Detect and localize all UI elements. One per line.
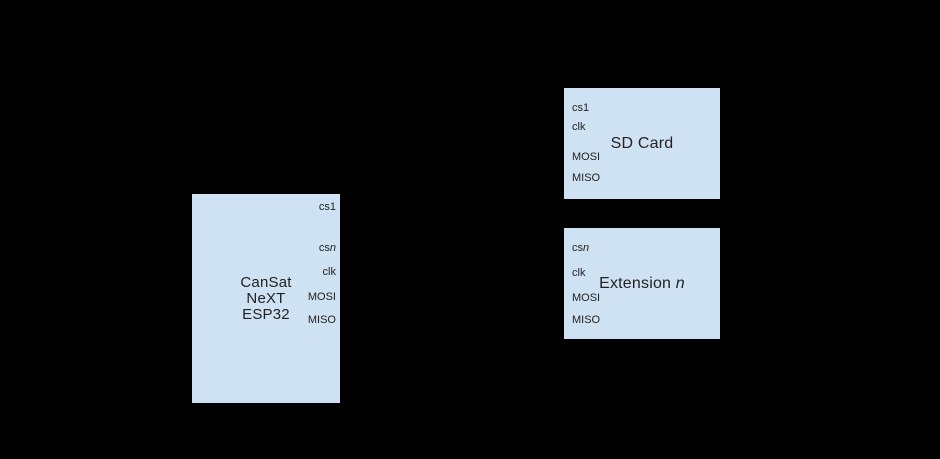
extension-block: Extension n csn clk MOSI MISO xyxy=(564,228,720,339)
esp32-pin-miso: MISO xyxy=(307,314,336,326)
sd-card-title: SD Card xyxy=(610,134,674,152)
extension-pin-csn-prefix: cs xyxy=(572,242,583,254)
esp32-title-line-2: NeXT xyxy=(246,289,286,307)
extension-pin-miso: MISO xyxy=(572,314,601,326)
esp32-pin-csn-prefix: cs xyxy=(318,242,330,254)
sd-pin-cs1: cs1 xyxy=(572,102,590,114)
extension-pin-clk: clk xyxy=(572,267,586,279)
esp32-block-title: CanSat NeXT ESP32 xyxy=(240,273,292,323)
sd-card-block: SD Card cs1 clk MOSI MISO xyxy=(564,88,720,199)
esp32-title-line-1: CanSat xyxy=(240,273,292,291)
sd-pin-miso: MISO xyxy=(572,172,601,184)
esp32-pin-csn: csn xyxy=(319,241,336,255)
extension-title-suffix: n xyxy=(675,274,685,292)
extension-title-prefix: Extension xyxy=(599,274,676,292)
extension-title: Extension n xyxy=(599,275,685,293)
extension-pin-csn-suffix: n xyxy=(583,242,590,254)
sd-pin-mosi: MOSI xyxy=(572,151,601,163)
esp32-title-line-3: ESP32 xyxy=(242,305,290,323)
esp32-pin-csn-suffix: n xyxy=(329,242,336,254)
extension-pin-csn: csn xyxy=(572,241,589,255)
esp32-block: CanSat NeXT ESP32 cs1 csn clk MOSI MISO xyxy=(192,194,340,403)
esp32-pin-clk: clk xyxy=(322,266,336,278)
esp32-pin-cs1: cs1 xyxy=(318,201,336,213)
extension-pin-mosi: MOSI xyxy=(572,292,601,304)
sd-pin-clk: clk xyxy=(572,121,586,133)
esp32-pin-mosi: MOSI xyxy=(307,291,336,303)
